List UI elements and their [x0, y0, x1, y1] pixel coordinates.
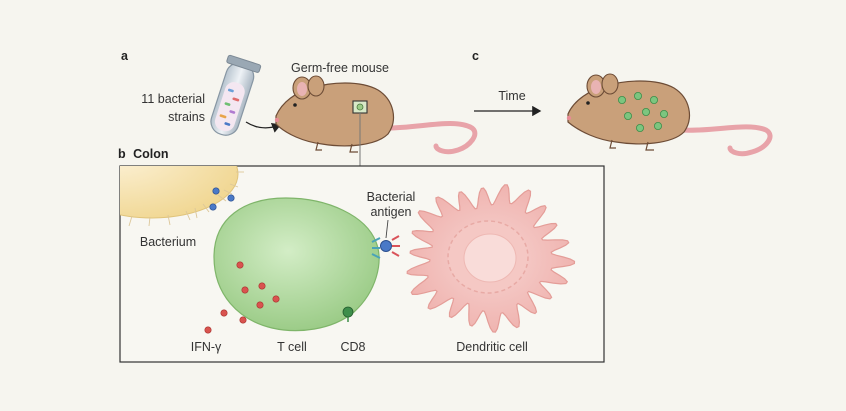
- t-cell-label: T cell: [277, 340, 307, 354]
- strains-label-line1: 11 bacterial: [141, 92, 205, 106]
- strains-label-line2: strains: [168, 110, 205, 124]
- bacterium-label: Bacterium: [140, 235, 196, 249]
- ifn-gamma-label: IFN-γ: [191, 340, 222, 354]
- time-label: Time: [498, 89, 525, 103]
- bacterial-antigen-label-line1: Bacterial: [367, 190, 416, 204]
- panel-label-c: c: [472, 49, 479, 63]
- ifn-gamma-dots: [204, 261, 280, 334]
- panel-b-title: Colon: [133, 147, 168, 161]
- test-tube-icon: [210, 54, 262, 136]
- inoculation-arrow: [245, 121, 282, 133]
- cd8-marker-icon: [342, 306, 354, 322]
- cd8-label: CD8: [340, 340, 365, 354]
- bacterial-antigen-dots: [209, 187, 235, 211]
- bacterium-icon: [120, 166, 244, 227]
- dendritic-cell-icon: [406, 184, 576, 333]
- bacterial-antigen-label-line2: antigen: [370, 205, 411, 219]
- colonized-mouse-icon: [566, 73, 773, 157]
- t-cell-icon: [213, 197, 380, 332]
- dendritic-cell-label: Dendritic cell: [456, 340, 528, 354]
- panel-label-b: b Colon: [118, 147, 169, 161]
- mouse-label: Germ-free mouse: [291, 61, 389, 75]
- germ-free-mouse-icon: [274, 75, 478, 155]
- panel-label-a: a: [121, 49, 129, 63]
- antigen-pointer-line: [385, 219, 389, 239]
- panel-b-letter: b: [118, 147, 126, 161]
- antigen-presentation-icon: [371, 235, 400, 259]
